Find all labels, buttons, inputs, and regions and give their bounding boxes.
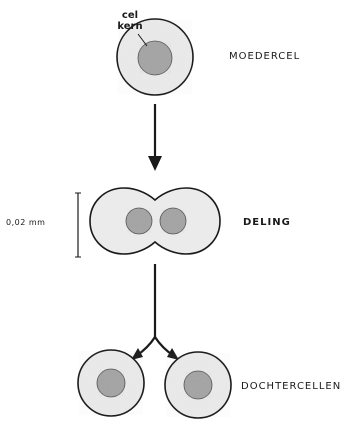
dochtercellen-label: DOCHTERCELLEN xyxy=(241,382,341,392)
daughter-cell-right xyxy=(165,352,231,418)
moedercel-label: MOEDERCEL xyxy=(229,52,300,62)
scale-bar xyxy=(75,193,81,257)
scale-label: 0,02 mm xyxy=(6,219,45,227)
cel-label: cel xyxy=(112,10,148,21)
cel-kern-label: cel kern xyxy=(112,10,148,32)
dividing-cell xyxy=(90,188,220,254)
deling-label: DELING xyxy=(243,218,291,228)
kern-label: kern xyxy=(112,21,148,32)
arrow-division-to-daughters xyxy=(131,264,179,360)
arrow-mother-to-division xyxy=(148,104,162,171)
daughter-cell-left xyxy=(78,350,144,416)
